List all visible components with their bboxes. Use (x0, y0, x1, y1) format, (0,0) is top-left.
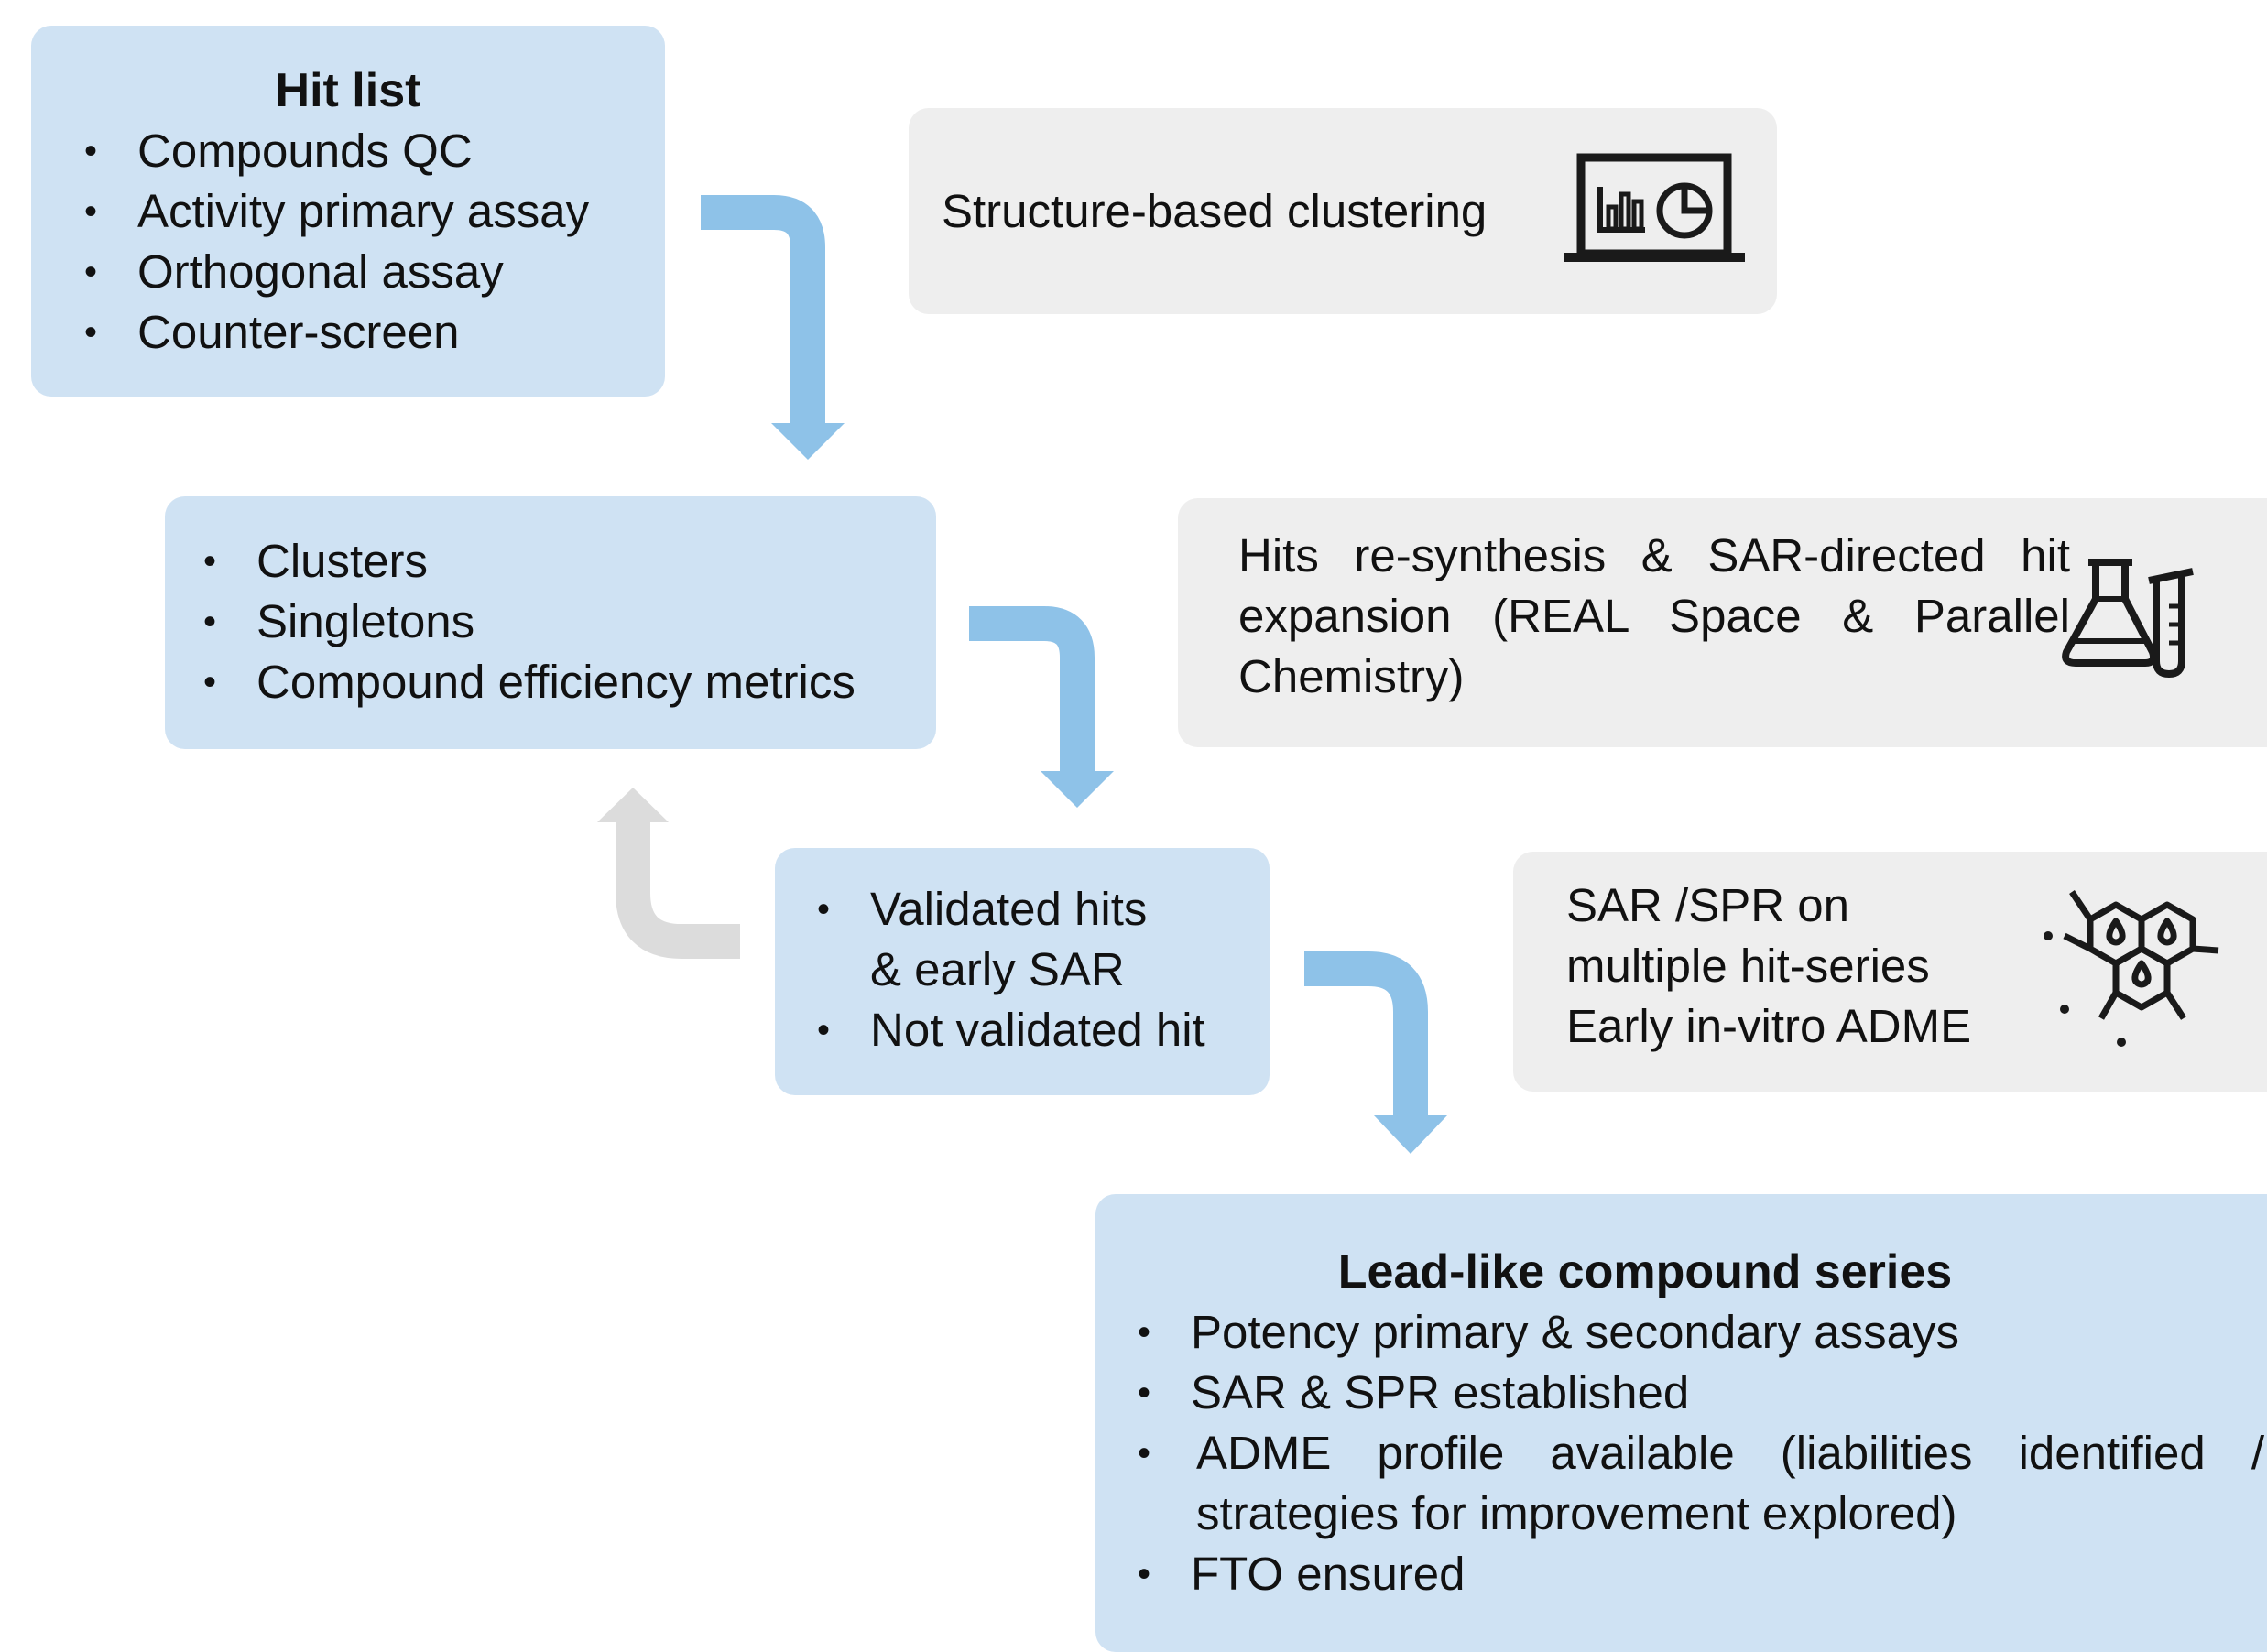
hit-list-title: Hit list (275, 64, 421, 117)
flow-arrows (597, 195, 1447, 1154)
list-item: ADME profile available (liabilities iden… (1130, 1423, 2264, 1544)
hit-list-items: Compounds QC Activity primary assay Orth… (77, 121, 665, 363)
not-validated-item: • Not validated hit (810, 1000, 1270, 1060)
lab-glassware-icon (2062, 559, 2194, 678)
bullet: • (817, 1010, 831, 1050)
list-item: FTO ensured (1130, 1544, 2264, 1604)
bullet: • (817, 889, 831, 929)
clusters-box: Clusters Singletons Compound efficiency … (165, 496, 936, 749)
validation-box: • Validated hits & early SAR • Not valid… (775, 848, 1270, 1095)
sar-spr-line1: SAR /SPR on (1566, 879, 1849, 931)
list-item: Orthogonal assay (77, 242, 665, 302)
laptop-chart-icon (1564, 153, 1745, 262)
arrow-validation-to-lead (1304, 951, 1447, 1154)
sar-spr-line2: multiple hit-series (1566, 940, 1930, 992)
lead-series-title: Lead-like compound series (1337, 1245, 1953, 1299)
clustering-label: Structure-based clustering (942, 185, 1488, 237)
resynthesis-box: Hits re-synthesis & SAR-directed hit exp… (1178, 498, 2267, 747)
sar-spr-line3: Early in-vitro ADME (1566, 1000, 1972, 1052)
list-item: Compounds QC (77, 121, 665, 181)
hit-list-box: Hit list Compounds QC Activity primary a… (31, 26, 665, 397)
arrow-feedback-grey (597, 788, 740, 959)
lead-series-box: Lead-like compound series Potency primar… (1095, 1194, 2267, 1652)
list-item: Potency primary & secondary assays (1130, 1302, 2264, 1363)
validated-hits-line1: Validated hits (870, 883, 1148, 935)
list-item: Activity primary assay (77, 181, 665, 242)
molecule-icon (2044, 890, 2219, 1047)
lead-series-items: Potency primary & secondary assays SAR &… (1130, 1302, 2264, 1604)
validated-hits-line2: & early SAR (870, 943, 1125, 995)
arrow-hitlist-to-clusters (701, 195, 845, 460)
clusters-items: Clusters Singletons Compound efficiency … (196, 531, 936, 712)
list-item: SAR & SPR established (1130, 1363, 2264, 1423)
list-item: Clusters (196, 531, 936, 592)
resynthesis-label: Hits re-synthesis & SAR-directed hit exp… (1238, 529, 2070, 702)
list-item: Counter-screen (77, 302, 665, 363)
validated-hits-item: • Validated hits & early SAR (810, 879, 1270, 1000)
sar-spr-box: SAR /SPR on multiple hit-series Early in… (1513, 852, 2267, 1092)
arrow-clusters-to-validation (969, 606, 1114, 808)
not-validated-label: Not validated hit (870, 1004, 1205, 1056)
clustering-box: Structure-based clustering (909, 108, 1777, 314)
list-item: Singletons (196, 592, 936, 652)
list-item: Compound efficiency metrics (196, 652, 936, 712)
